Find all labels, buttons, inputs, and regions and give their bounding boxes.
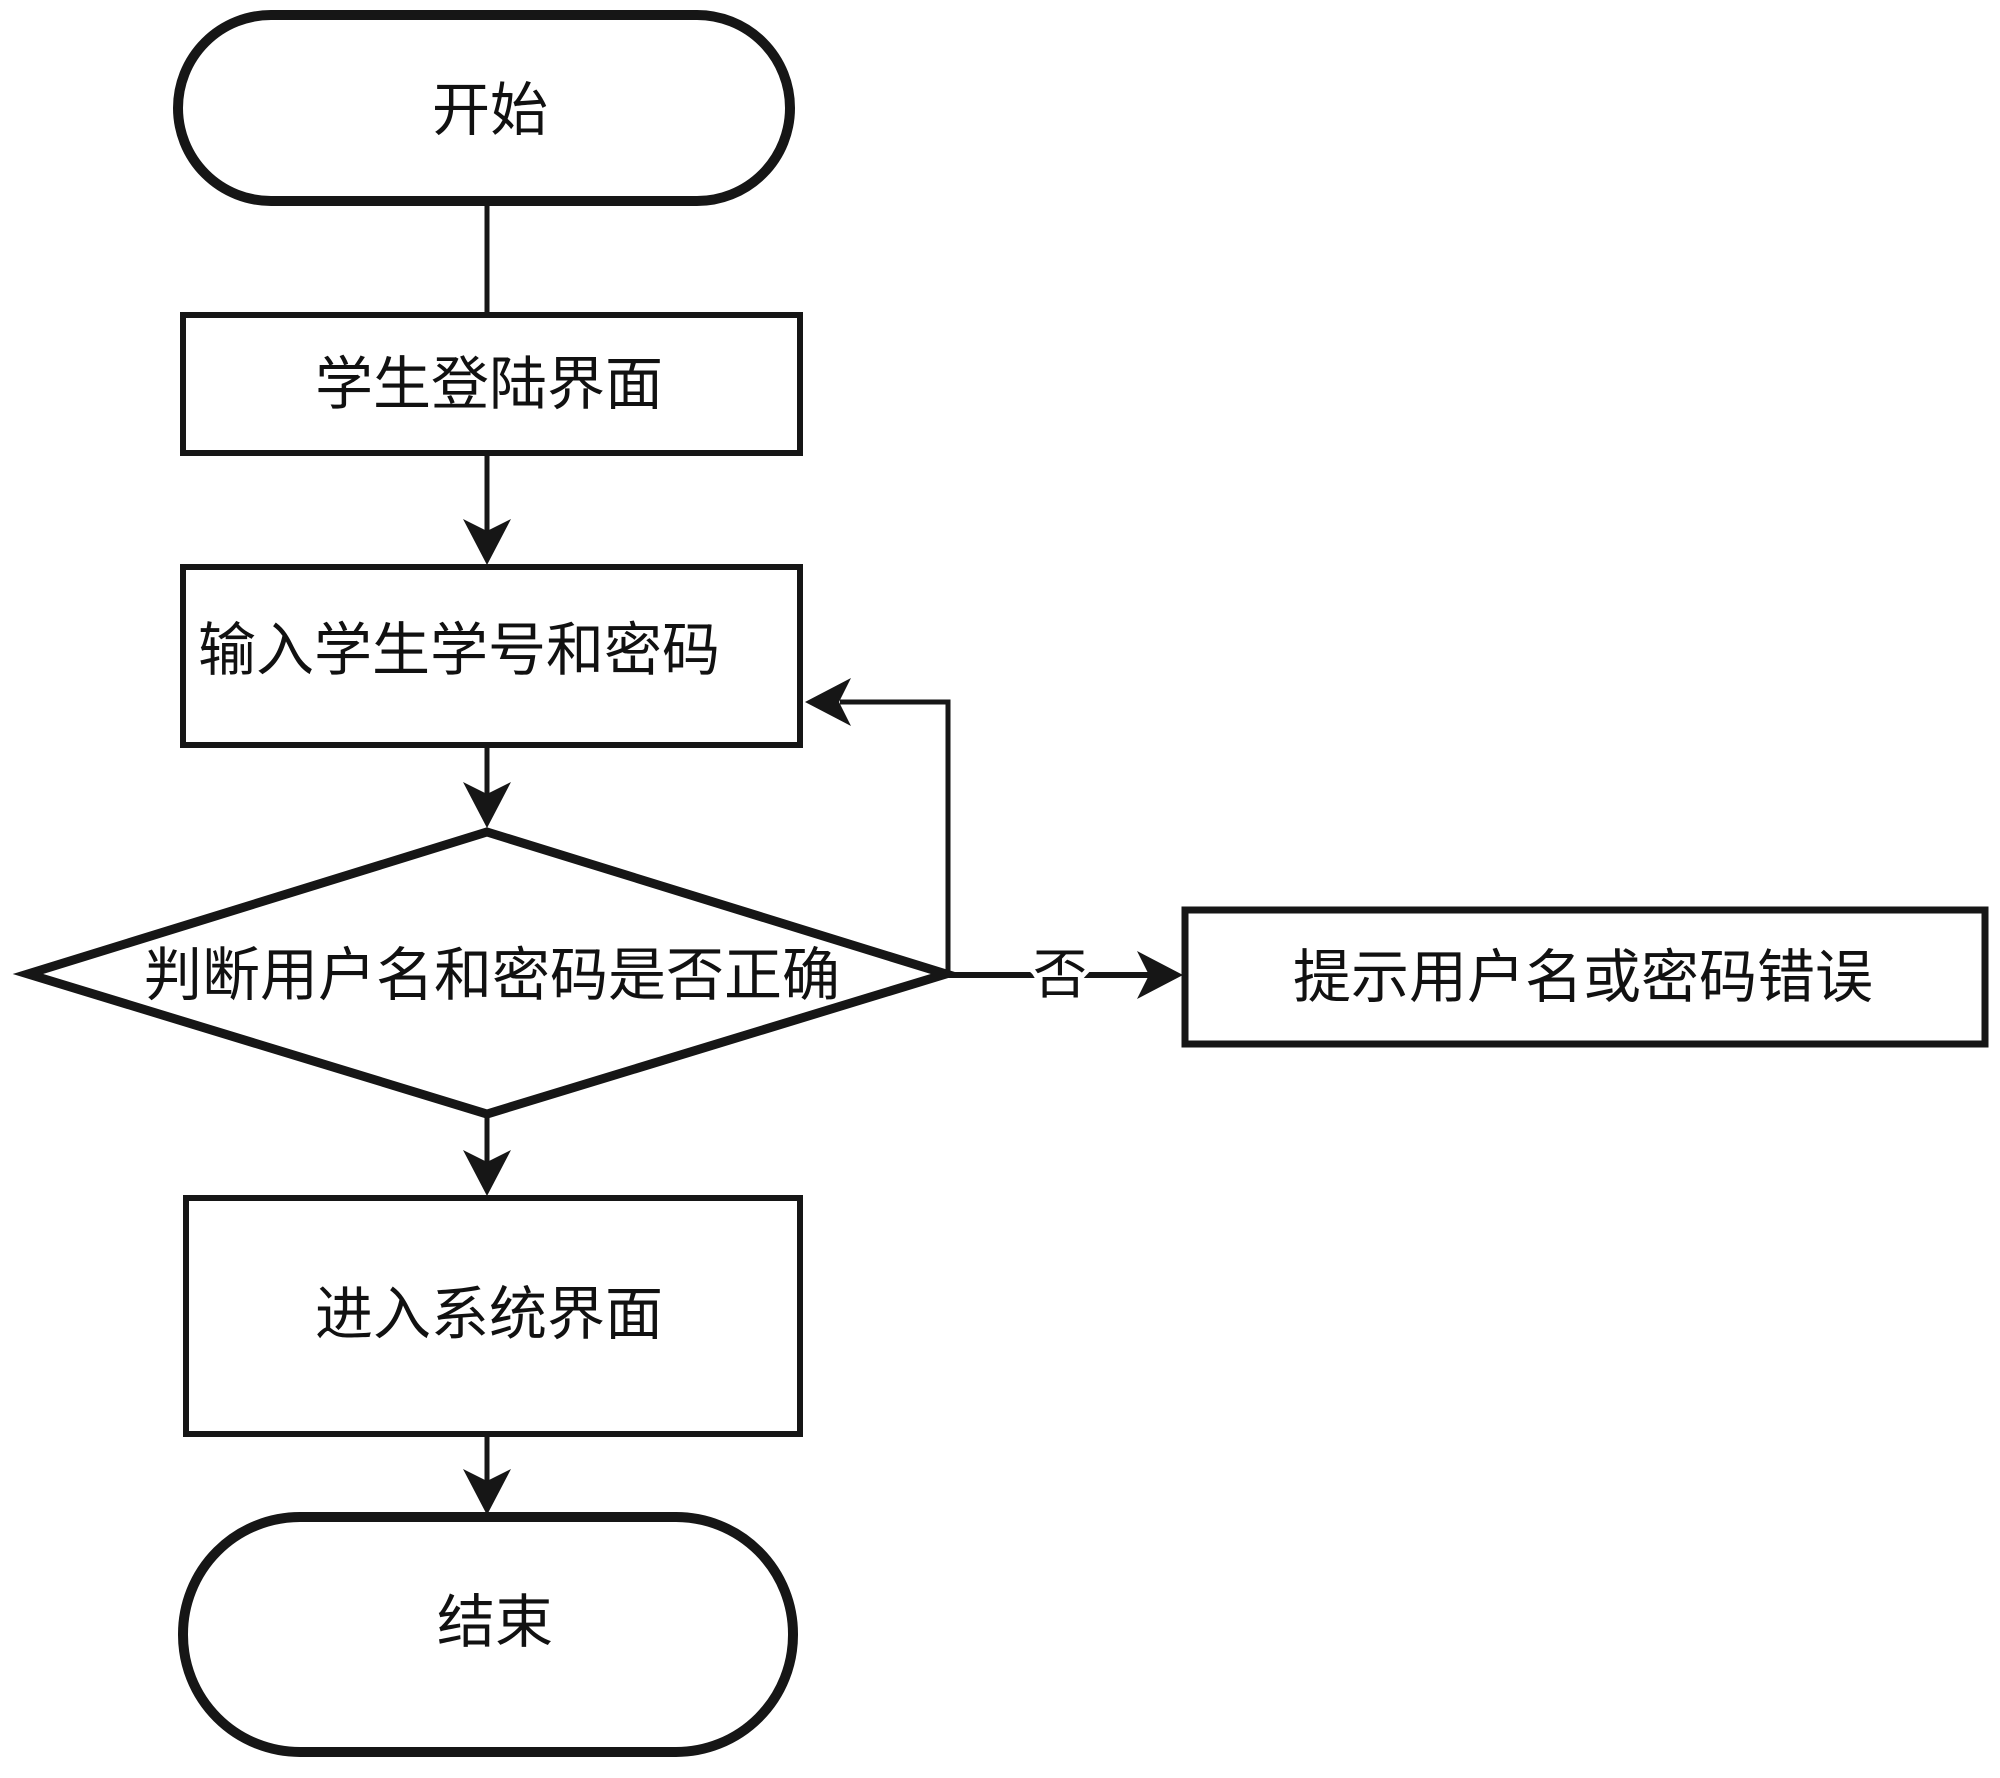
login-process-shape bbox=[180, 312, 803, 456]
node-error: 提示用户名或密码错误 bbox=[1181, 906, 1989, 1048]
edge-enter-end-arrowhead bbox=[463, 1469, 511, 1515]
check-label: 判断用户名和密码是否正确 bbox=[144, 941, 840, 1009]
node-login: 学生登陆界面 bbox=[180, 312, 803, 456]
enter-process-shape bbox=[183, 1195, 803, 1437]
node-end: 结束 bbox=[178, 1512, 798, 1757]
error-process-shape bbox=[1181, 906, 1989, 1048]
node-check: 判断用户名和密码是否正确 bbox=[12, 827, 962, 1119]
input-process-shape bbox=[180, 564, 803, 748]
enter-label: 进入系统界面 bbox=[315, 1280, 663, 1348]
edge-check-error-arrowhead bbox=[1137, 951, 1183, 999]
edge-check-input-loop bbox=[840, 699, 951, 972]
node-input: 输入学生学号和密码 bbox=[180, 564, 803, 748]
error-label: 提示用户名或密码错误 bbox=[1293, 943, 1873, 1011]
edge-login-input-arrowhead bbox=[463, 519, 511, 565]
edge-input-check-arrowhead bbox=[463, 782, 511, 828]
node-enter: 进入系统界面 bbox=[183, 1195, 803, 1437]
edge-check-input-arrowhead bbox=[805, 678, 851, 726]
login-label: 学生登陆界面 bbox=[315, 350, 663, 418]
end-label: 结束 bbox=[437, 1588, 553, 1656]
start-label: 开始 bbox=[432, 76, 548, 144]
edge-no-label: 否 bbox=[1033, 943, 1087, 1006]
input-label: 输入学生学号和密码 bbox=[198, 616, 720, 684]
edge-check-enter-arrowhead bbox=[463, 1150, 511, 1196]
end-terminator-shape bbox=[178, 1512, 798, 1757]
node-start: 开始 bbox=[173, 10, 795, 206]
start-terminator-shape bbox=[173, 10, 795, 206]
